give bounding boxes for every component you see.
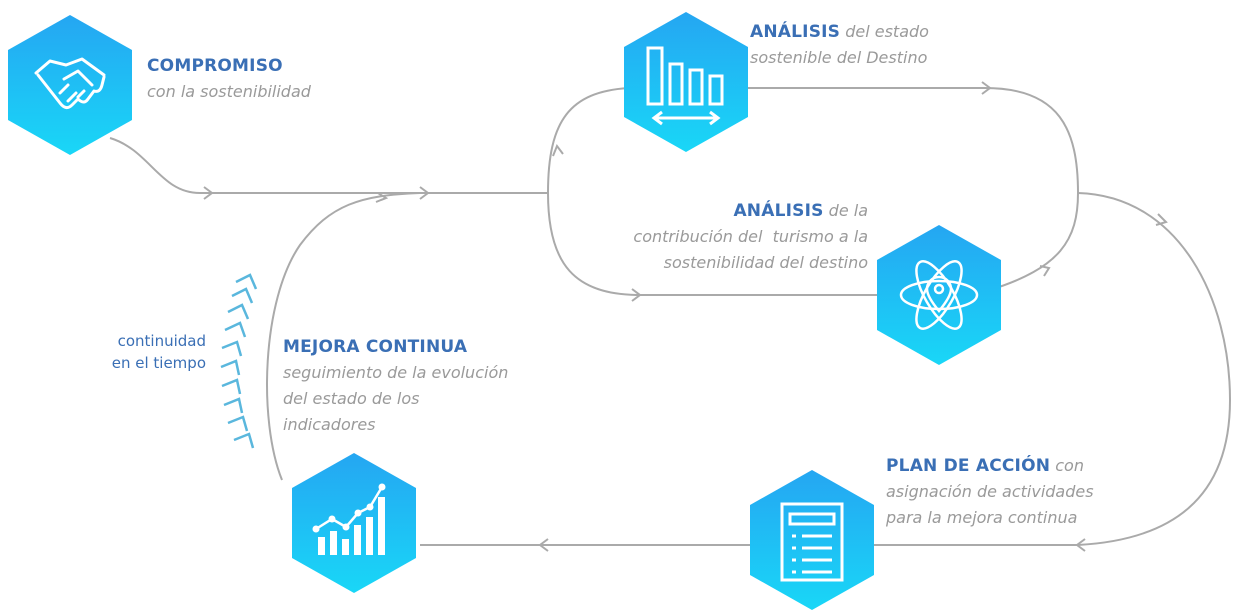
plan-accion-line2: asignación de actividades: [886, 482, 1094, 501]
arrow-7: [1155, 213, 1168, 226]
hex-mejora-continua: [292, 453, 416, 593]
loop-inner-left: [547, 192, 880, 296]
mejora-continua-line2: del estado de los: [283, 389, 420, 408]
analisis-estado-sub-inline: del estado: [845, 22, 929, 41]
arrow-6: [1039, 265, 1051, 277]
arrow-3: [552, 143, 564, 157]
return-up-arc: [266, 192, 421, 481]
mejora-continua-line1: seguimiento de la evolución: [283, 363, 509, 382]
handshake-icon: [34, 57, 106, 110]
analisis-estado-sub: sostenible del Destino: [750, 48, 928, 67]
analisis-contribucion-title: ANÁLISIS: [733, 201, 824, 221]
compromiso-title: COMPROMISO: [147, 56, 283, 76]
arrow-1: [203, 186, 214, 200]
continuidad-line2: en el tiempo: [111, 354, 206, 372]
label-continuidad: continuidad en el tiempo: [96, 330, 206, 374]
plan-accion-title: PLAN DE ACCIÓN: [886, 456, 1051, 476]
return-loop: [820, 192, 1232, 546]
arrow-2: [419, 186, 430, 200]
continuity-chevrons: [220, 273, 258, 449]
label-compromiso: COMPROMISO con la sostenibilidad: [147, 53, 311, 105]
hex-plan-accion: [750, 470, 874, 610]
connector-compromiso: [109, 137, 548, 194]
arrow-8: [1075, 538, 1086, 552]
atom-location-icon: [899, 260, 979, 330]
analisis-contribucion-sub-inline: de la: [828, 201, 868, 220]
arrow-10: [375, 192, 389, 203]
label-analisis-contribucion: ANÁLISIS de la contribución del turismo …: [600, 198, 868, 276]
label-analisis-estado: ANÁLISIS del estado sostenible del Desti…: [750, 19, 929, 71]
mejora-continua-title: MEJORA CONTINUA: [283, 337, 468, 357]
analisis-contribucion-line2: contribución del turismo a la: [633, 227, 868, 246]
arrow-5: [631, 288, 642, 302]
plan-accion-line3: para la mejora continua: [886, 508, 1078, 527]
arrow-9: [538, 538, 549, 552]
compromiso-subtitle: con la sostenibilidad: [147, 82, 311, 101]
loop-left-arc: [547, 87, 629, 194]
analisis-contribucion-line3: sostenibilidad del destino: [663, 253, 868, 272]
plan-accion-sub-inline: con: [1055, 456, 1084, 475]
hex-analisis-contribucion: [877, 225, 1001, 365]
hex-compromiso: [8, 15, 132, 155]
bar-chart-icon: [646, 46, 724, 126]
label-mejora-continua: MEJORA CONTINUA seguimiento de la evoluc…: [283, 334, 508, 438]
continuidad-line1: continuidad: [117, 332, 206, 350]
label-plan-accion: PLAN DE ACCIÓN con asignación de activid…: [886, 453, 1094, 531]
hex-analisis-estado: [624, 12, 748, 152]
checklist-icon: [780, 502, 844, 582]
mejora-continua-line3: indicadores: [283, 415, 376, 434]
arrow-4: [981, 81, 992, 95]
analisis-estado-title: ANÁLISIS: [750, 22, 841, 42]
growth-chart-icon: [312, 483, 386, 555]
